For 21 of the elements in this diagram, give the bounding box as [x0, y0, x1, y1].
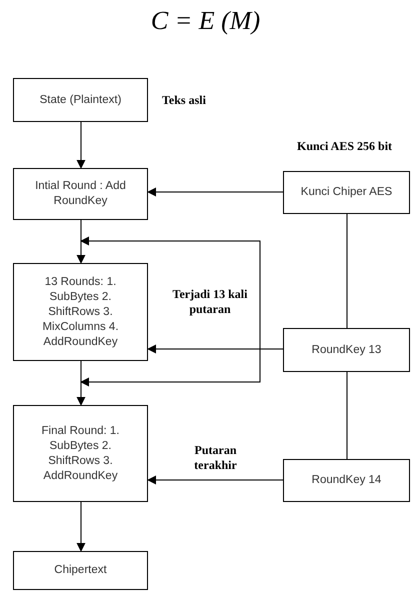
process-box: 13 Rounds: 1. SubBytes 2. ShiftRows 3. MixColumns 4. AddRoundKey — [13, 263, 148, 361]
process-box: State (Plaintext) — [13, 78, 148, 122]
arrow — [76, 502, 86, 552]
arrow — [147, 476, 284, 484]
arrow — [147, 188, 284, 196]
node-caption: Teks asli — [162, 93, 206, 108]
connector-line — [346, 372, 348, 460]
arrow — [147, 344, 284, 354]
process-box: Final Round: 1. SubBytes 2. ShiftRows 3. AddRoundKey — [13, 405, 148, 502]
process-box: Intial Round : Add RoundKey — [13, 168, 148, 220]
process-box: RoundKey 13 — [283, 328, 410, 372]
process-box: Kunci Chiper AES — [283, 171, 410, 214]
arrow — [76, 122, 86, 169]
arrow — [76, 220, 86, 264]
title: C = E (M) — [150, 6, 262, 36]
connector-line — [346, 214, 348, 328]
process-box: Chipertext — [13, 551, 148, 590]
arrow — [76, 360, 86, 406]
node-caption: Kunci AES 256 bit — [297, 139, 392, 154]
process-box: RoundKey 14 — [283, 459, 410, 502]
arrow — [80, 236, 260, 386]
